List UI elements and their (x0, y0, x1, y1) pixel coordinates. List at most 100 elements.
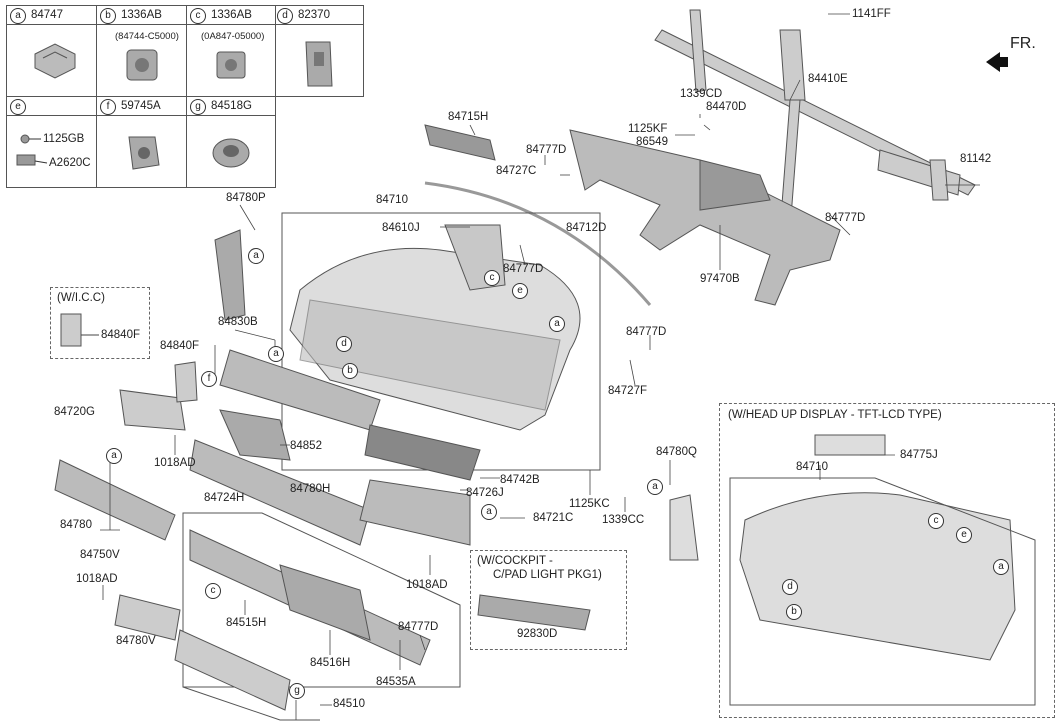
legend-part-1125GB: 1125GB (43, 133, 85, 145)
callout-f: f (100, 99, 116, 115)
part-label-84840F-icc: 84840F (101, 329, 141, 341)
callout-c: c (205, 583, 221, 599)
part-label-84780P: 84780P (226, 192, 266, 204)
callout-a: a (10, 8, 26, 24)
part-label-84777D-4: 84777D (626, 326, 667, 338)
part-label-84516H: 84516H (310, 657, 351, 669)
part-label-84726J: 84726J (466, 487, 504, 499)
legend-cell-a: a 84747 (7, 6, 97, 97)
cover-84780V-shape (114, 594, 181, 641)
part-label-84780V: 84780V (116, 635, 156, 647)
switch-84720G-shape (119, 389, 186, 431)
part-label-1018AD-2: 1018AD (76, 573, 118, 585)
part-label-84510: 84510 (333, 698, 365, 710)
callout-a: a (268, 346, 284, 362)
icc-blank-icon (60, 313, 99, 347)
callout-d: d (336, 336, 352, 352)
legend-code: 59745A (121, 100, 161, 112)
trim-84742B-shape (364, 424, 481, 481)
part-label-84777D-1: 84777D (526, 144, 567, 156)
glove-box-housing-shape (189, 529, 431, 666)
part-label-1125KC: 1125KC (569, 498, 610, 510)
callout-d: d (277, 8, 293, 24)
part-label-84712D: 84712D (566, 222, 607, 234)
cockpit-box-title-1: (W/COCKPIT - (477, 555, 553, 567)
part-label-84777D-5: 84777D (398, 621, 439, 633)
part-label-84710-hud: 84710 (796, 461, 828, 473)
legend-code: 82370 (298, 9, 330, 21)
cover-84852-shape (219, 409, 291, 461)
part-label-84777D-3: 84777D (825, 212, 866, 224)
part-label-84780: 84780 (60, 519, 92, 531)
legend-cell-d: d 82370 (274, 5, 364, 97)
callout-c: c (928, 513, 944, 529)
lower-crash-pad-shape (219, 349, 381, 431)
legend-cell-g: g 84518G (187, 97, 275, 187)
part-label-86549: 86549 (636, 136, 668, 148)
callout-f: f (201, 371, 217, 387)
part-label-84470D: 84470D (706, 101, 747, 113)
callout-e: e (10, 99, 26, 115)
part-label-1141FF: 1141FF (852, 8, 891, 20)
trim-84721C-shape (359, 479, 471, 546)
legend-cell-e: e 1125GB A2620C (7, 97, 97, 187)
part-label-84710: 84710 (376, 194, 408, 206)
glove-box-84510-shape (174, 629, 291, 711)
glove-box-bracket-shape (279, 564, 371, 641)
part-label-84727F: 84727F (608, 385, 648, 397)
callout-d: d (782, 579, 798, 595)
cockpit-box-title-2: C/PAD LIGHT PKG1) (493, 569, 602, 581)
callout-b: b (786, 604, 802, 620)
callout-a: a (106, 448, 122, 464)
legend-code: 84518G (211, 100, 252, 112)
switch-part-icon (128, 136, 160, 170)
legend-code: 84747 (31, 9, 63, 21)
icc-box-title: (W/I.C.C) (57, 292, 105, 304)
direction-label: FR. (1010, 35, 1036, 52)
part-label-84721C: 84721C (533, 512, 574, 524)
blank-84840F-shape (174, 361, 198, 403)
screw-part-icon (16, 134, 48, 166)
part-label-84724H: 84724H (204, 492, 245, 504)
part-label-84780H: 84780H (290, 483, 331, 495)
part-label-84742B: 84742B (500, 474, 540, 486)
defroster-strip-shape (424, 181, 652, 306)
hud-box-title: (W/HEAD UP DISPLAY - TFT-LCD TYPE) (728, 409, 942, 421)
icc-option-box: (W/I.C.C) 84840F (50, 287, 150, 359)
cockpit-option-box: (W/COCKPIT - C/PAD LIGHT PKG1) 92830D (470, 550, 627, 650)
cowl-cross-bar-shape (654, 9, 976, 231)
legend-code: 1336AB (121, 9, 162, 21)
front-direction-arrow-icon (986, 52, 1008, 72)
legend-sub: (84744-C5000) (115, 31, 179, 42)
part-label-92830D: 92830D (517, 628, 558, 640)
callout-a: a (549, 316, 565, 332)
callout-c: c (190, 8, 206, 24)
part-label-84852: 84852 (290, 440, 322, 452)
part-label-84780Q: 84780Q (656, 446, 697, 458)
part-label-81142: 81142 (960, 153, 992, 165)
part-label-97470B: 97470B (700, 273, 740, 285)
callout-a: a (481, 504, 497, 520)
part-label-84535A: 84535A (376, 676, 416, 688)
bracket-part-icon (305, 41, 333, 87)
part-label-84830B: 84830B (218, 316, 258, 328)
callout-g: g (190, 99, 206, 115)
part-label-1125KF: 1125KF (628, 123, 668, 135)
part-label-84715H: 84715H (448, 111, 489, 123)
part-label-84410E: 84410E (808, 73, 848, 85)
part-label-1018AD-1: 1018AD (154, 457, 196, 469)
callout-a: a (248, 248, 264, 264)
side-cover-84780Q-shape (669, 494, 699, 561)
main-panel-frame (281, 212, 601, 471)
legend-code: 1336AB (211, 9, 252, 21)
part-label-1018AD-3: 1018AD (406, 579, 448, 591)
part-label-84515H: 84515H (226, 617, 267, 629)
callout-b: b (342, 363, 358, 379)
callout-e: e (512, 283, 528, 299)
side-cover-shape (214, 229, 246, 321)
part-label-1339CD: 1339CD (680, 88, 723, 100)
damper-part-icon (212, 138, 250, 168)
